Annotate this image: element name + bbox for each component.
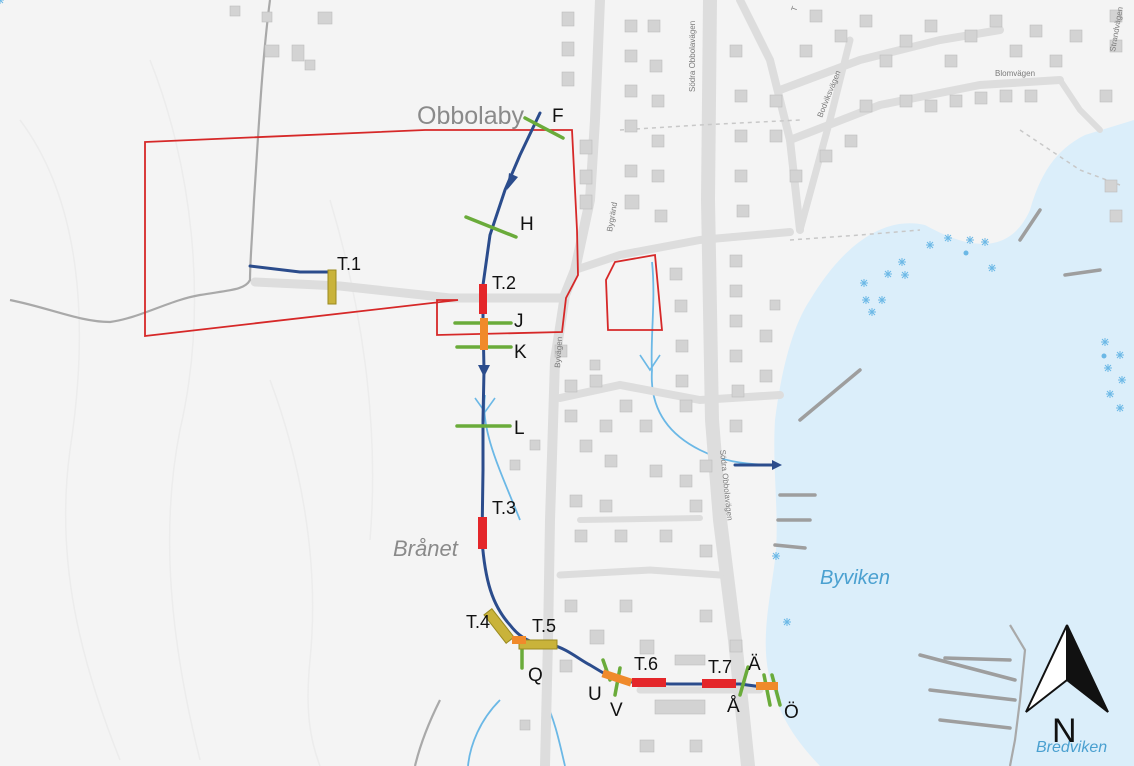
pipeline-route [248,111,774,690]
section-label-q: Q [528,665,543,686]
section-label-oe: Ö [784,702,799,723]
bay-byviken [765,120,1134,766]
section-label-aa: Å [727,696,740,717]
section-label-l: L [514,418,525,439]
marker-orange-ao [756,682,778,690]
north-label: N [1052,712,1077,750]
section-label-u: U [588,684,602,705]
marker-t4 [483,608,515,644]
place-label-bredviken: Bredviken [1036,739,1107,756]
section-label-ae: Ä [748,654,761,675]
marker-t3 [478,517,487,549]
piers [773,208,1102,730]
street-label-t: T [789,5,799,13]
point-label-t7: T.7 [708,657,732,677]
section-label-k: K [514,342,527,363]
point-label-t2: T.2 [492,273,516,293]
roads [250,0,1103,766]
water-dots [963,250,1107,359]
place-label-byviken: Byviken [820,567,890,589]
section-label-h: H [520,214,534,235]
stream-arrows [474,354,661,414]
place-label-obbolaby: Obbolaby [417,102,525,130]
street-label-sodra-obbolavagen-top: Södra Obbolavägen [688,21,697,92]
section-label-j: J [514,311,524,332]
section-label-v: V [610,700,623,721]
trails [9,0,1027,766]
point-label-t3: T.3 [492,498,516,518]
route-arrows [478,173,782,470]
point-label-t4: T.4 [466,612,490,632]
marker-orange-uv [601,669,633,687]
point-label-t6: T.6 [634,654,658,674]
place-label-branet: Brånet [393,536,459,561]
marker-jk [480,318,488,350]
marker-t5 [518,639,558,650]
terrain-contours [19,59,374,766]
buildings [229,5,1123,753]
marker-t7 [702,679,736,688]
street-label-byvagen: Byvägen [553,336,564,368]
north-arrow: N [1025,624,1109,750]
route-markers [327,269,778,690]
marker-t1 [327,269,337,305]
marker-t6 [632,678,666,687]
point-label-t1: T.1 [337,254,361,274]
point-label-t5: T.5 [532,616,556,636]
marker-t2 [479,284,487,314]
street-label-blomvagen: Blomvägen [995,69,1035,78]
section-label-f: F [552,106,564,127]
marker-orange-q [512,636,526,644]
footpaths [619,119,1121,241]
